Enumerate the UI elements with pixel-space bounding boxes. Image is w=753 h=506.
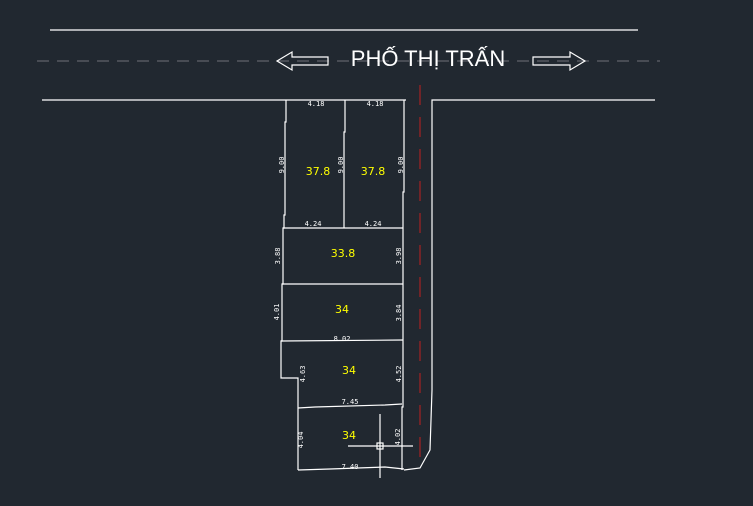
lot-area: 37.8 xyxy=(306,165,331,178)
dimension-label: 3.98 xyxy=(395,248,403,265)
dimension-label: 4.24 xyxy=(305,220,322,228)
dimension-label: 4.01 xyxy=(273,304,281,321)
lot-area: 34 xyxy=(335,303,349,316)
dimension-label: 9.00 xyxy=(397,157,405,174)
lot-divider-vertical xyxy=(343,100,346,228)
lot-left-boundary xyxy=(280,100,299,470)
dimension-label: 9.00 xyxy=(337,157,345,174)
dimension-label: 4.02 xyxy=(394,429,402,446)
street-name: PHỐ THỊ TRẤN xyxy=(351,45,505,71)
dimension-label: 7.40 xyxy=(342,463,359,471)
lot-bottom-boundary xyxy=(297,466,405,471)
dimension-label: 9.00 xyxy=(278,157,286,174)
arrow-right-icon xyxy=(532,50,587,72)
dimension-label: 4.18 xyxy=(367,100,384,108)
lot-area: 37.8 xyxy=(361,165,386,178)
side-road-edge xyxy=(403,99,655,471)
dimension-label: 4.24 xyxy=(365,220,382,228)
dimension-label: 4.04 xyxy=(297,432,305,449)
dimension-label: 8.02 xyxy=(334,335,351,343)
dimension-label: 3.88 xyxy=(274,248,282,265)
dimension-label: 4.52 xyxy=(395,366,403,383)
lot-divider xyxy=(280,339,404,342)
dimension-label: 4.63 xyxy=(299,366,307,383)
lot-area: 33.8 xyxy=(331,247,356,260)
dimension-label: 4.18 xyxy=(308,100,325,108)
arrow-left-icon xyxy=(275,50,329,72)
lot-right-boundary xyxy=(401,100,405,470)
lot-area: 34 xyxy=(342,429,356,442)
lot-area: 34 xyxy=(342,364,356,377)
dimension-label: 3.84 xyxy=(395,305,403,322)
crosshair-cursor-icon xyxy=(348,414,413,478)
lot-divider xyxy=(297,403,403,409)
dimension-label: 7.45 xyxy=(342,398,359,406)
